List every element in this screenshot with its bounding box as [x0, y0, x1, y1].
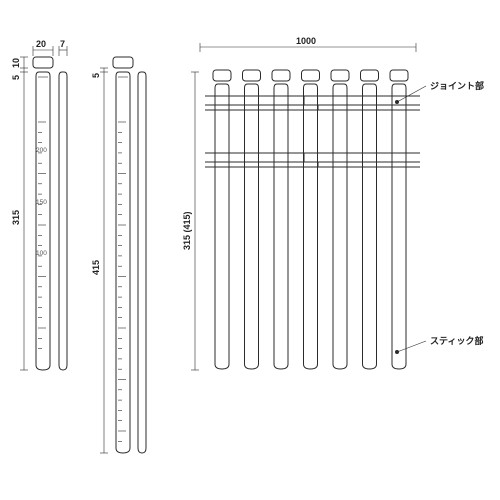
fence-stick-cap	[212, 69, 232, 82]
fence-stick-cap	[271, 69, 291, 82]
dim-1000: 1000	[296, 36, 316, 46]
long-stick-cap	[112, 56, 134, 69]
long-stick-scale	[118, 121, 126, 442]
fence-stick	[332, 83, 348, 370]
joint-label: ジョイント部	[430, 80, 484, 92]
fence-stick-cap	[301, 69, 320, 82]
dim-415: 415	[91, 260, 101, 275]
stick-callout-line	[396, 340, 427, 353]
dim-5-left: 5	[11, 75, 21, 80]
fence-stick	[273, 83, 289, 370]
dim-10: 10	[11, 58, 21, 68]
short-stick-side	[58, 71, 68, 371]
fence-stick	[362, 83, 377, 370]
dim-315: 315	[11, 210, 21, 225]
fence-stick-cap	[389, 69, 409, 82]
fence-stick-cap	[330, 69, 350, 82]
fence-stick	[391, 83, 407, 370]
dim-5-mid: 5	[91, 73, 101, 78]
long-stick-body	[115, 71, 131, 454]
long-stick-front	[112, 56, 134, 454]
fence-sticks	[212, 69, 409, 370]
joint-bar-upper	[205, 95, 420, 111]
fence-stick-cap	[360, 69, 379, 82]
short-stick-cap	[32, 56, 54, 69]
short-stick-scale	[38, 121, 46, 349]
fence-stick	[214, 83, 230, 370]
fence-stick	[244, 83, 259, 370]
stick-label: スティック部	[430, 335, 483, 347]
joint-bar-lower	[205, 152, 420, 168]
dim-20: 20	[36, 39, 46, 49]
scale-label-150: 150	[36, 199, 47, 206]
joint-callout-line	[396, 85, 427, 103]
short-stick-body	[35, 71, 51, 371]
scale-label-100: 100	[36, 250, 47, 257]
scale-label-200: 200	[36, 147, 47, 154]
fence-stick-cap	[242, 69, 261, 82]
short-stick-front	[32, 56, 54, 371]
long-stick-side	[137, 71, 147, 454]
fence-stick	[303, 83, 318, 370]
dim-315-415: 315 (415)	[182, 211, 192, 250]
dim-7: 7	[60, 39, 65, 49]
